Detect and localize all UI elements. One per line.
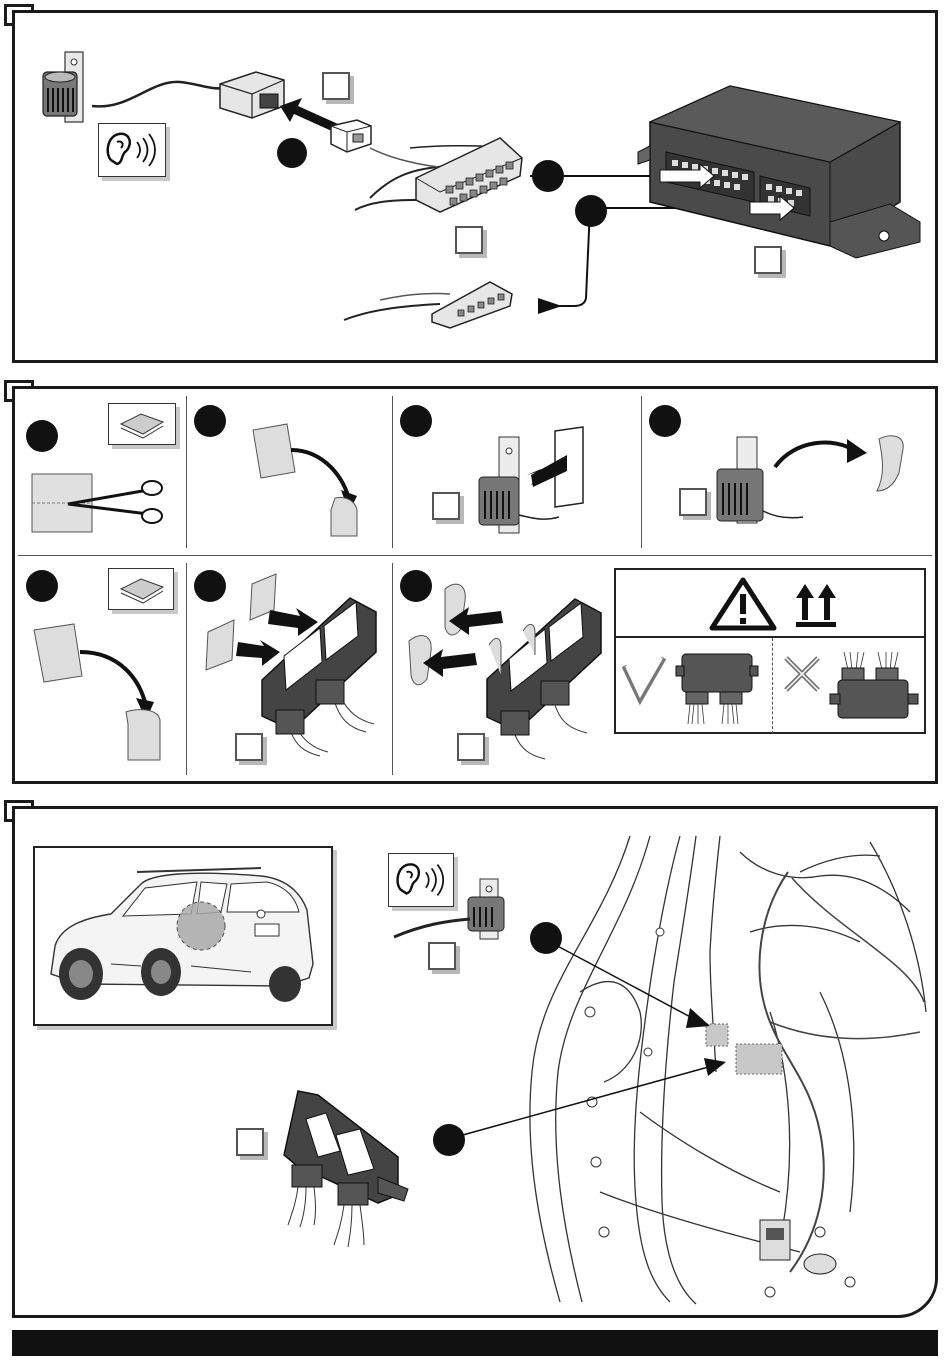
cut-adhesive-illustration — [28, 470, 168, 540]
reference-box — [236, 1128, 264, 1156]
reference-box — [432, 492, 460, 520]
step-badge — [26, 420, 58, 452]
footer-bar — [12, 1330, 938, 1356]
reference-box — [679, 488, 707, 516]
attach-adhesive-buzzer — [475, 425, 595, 535]
divider — [616, 636, 924, 638]
step-badge — [575, 195, 607, 227]
buzzer-wire — [90, 70, 230, 120]
divider — [392, 563, 393, 775]
adhesive-pad-icon — [108, 568, 174, 610]
step-badge — [400, 405, 432, 437]
orientation-warning-table — [614, 568, 926, 734]
ear-sound-icon — [98, 123, 166, 177]
peel-buzzer-liner — [715, 425, 915, 535]
step-badge — [277, 138, 307, 168]
divider — [186, 396, 187, 548]
adhesive-pad-icon — [108, 403, 176, 445]
warning-triangle-icon — [708, 576, 778, 632]
control-module — [278, 1085, 418, 1255]
step-badge — [26, 570, 58, 602]
checkmark-icon — [622, 654, 666, 704]
correct-orientation-module — [674, 648, 764, 728]
peel-liner-illustration — [30, 620, 170, 765]
control-module — [630, 72, 920, 252]
reference-box — [322, 72, 350, 100]
divider — [392, 396, 393, 548]
vehicle-location-inset — [33, 846, 333, 1026]
this-way-up-arrows-icon — [792, 580, 842, 630]
step-badge — [649, 405, 681, 437]
divider — [772, 638, 773, 734]
peel-pads-from-module — [405, 575, 605, 765]
peel-liner-illustration — [245, 420, 365, 540]
incorrect-orientation-module — [828, 648, 922, 728]
divider — [641, 396, 642, 548]
reference-box — [754, 246, 782, 274]
step-badge — [194, 405, 226, 437]
buzzer-illustration — [35, 50, 95, 130]
divider — [186, 563, 187, 775]
step-badge — [532, 160, 564, 192]
divider — [18, 555, 932, 556]
placement-pointer-lines — [440, 930, 750, 1150]
harness-connector-small — [340, 270, 520, 330]
reference-box — [455, 226, 483, 254]
attach-pads-to-module — [200, 570, 385, 760]
cross-icon — [782, 654, 822, 694]
